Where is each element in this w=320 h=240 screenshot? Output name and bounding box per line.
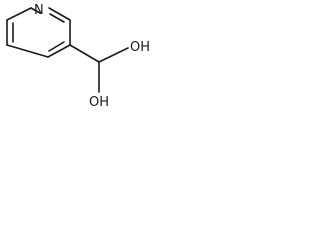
structure-diagram: N OH OH — [6, 3, 150, 110]
bond-carbon-to-oh-top — [98, 47, 129, 63]
pyridine-ring — [6, 7, 71, 58]
bond-n1-c2 — [48, 7, 71, 21]
hydroxyl-bottom-label: OH — [89, 95, 109, 110]
hydroxyl-top-label: OH — [130, 40, 150, 55]
bond-n1-c2-inner — [49, 13, 65, 23]
bond-c6-top — [6, 7, 32, 21]
bond-c3-c4 — [47, 44, 71, 58]
bond-c3-c4-inner — [48, 41, 65, 52]
bond-c6-n1 — [30, 7, 41, 14]
side-chain — [69, 44, 129, 93]
nitrogen-atom-label: N — [34, 3, 44, 18]
bond-ring-to-carbon — [69, 44, 100, 63]
bond-c4-c5 — [6, 44, 49, 58]
